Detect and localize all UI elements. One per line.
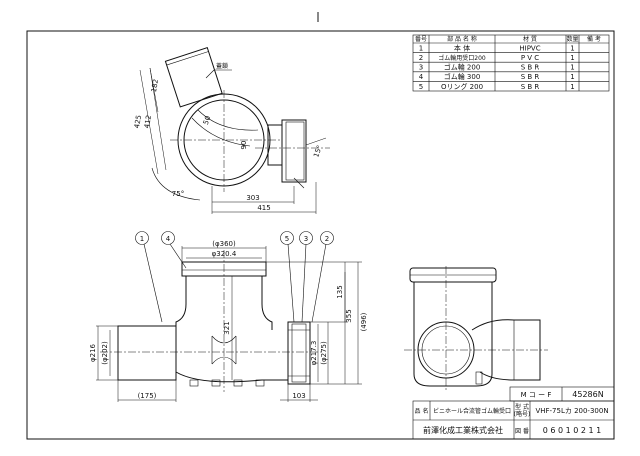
dim-275: (φ275) [320, 341, 328, 365]
dim-303: 303 [246, 194, 259, 202]
title-number: 45286N [572, 390, 603, 399]
table-cell: 3 [419, 64, 423, 72]
dim-103: 103 [292, 392, 305, 400]
balloon-4: 4 [166, 235, 171, 243]
dim-216: φ216 [89, 343, 97, 362]
table-cell: S B R [521, 64, 540, 72]
table-header-no: 番号 [415, 36, 427, 43]
table-cell: P V C [521, 54, 539, 62]
table-cell: 1 [570, 45, 574, 53]
title-name-value: ビニホール合流管ゴム輪受口 [433, 407, 511, 415]
cover-label: 蓋鎖 [216, 62, 228, 70]
dim-415: 415 [257, 204, 270, 212]
table-cell: 1 [570, 83, 574, 91]
balloon-3: 3 [304, 235, 308, 243]
balloon-1: 1 [140, 235, 144, 243]
dim-202: (φ202) [101, 341, 109, 365]
table-cell: 1 [570, 54, 574, 62]
title-model-label: 型 式 [515, 403, 529, 411]
table-cell: HIPVC [519, 45, 540, 53]
table-cell: 4 [419, 73, 424, 81]
dim-75-deg: 75° [172, 190, 184, 198]
table-cell: 5 [419, 83, 423, 91]
dim-355: 355 [345, 309, 353, 322]
title-code: M コ ー F [521, 391, 552, 399]
table-header-qty: 数量 [566, 35, 578, 43]
dim-425: 425 [133, 114, 143, 129]
plan-view: 蓋鎖 425 412 182 50 90 75° 15° 303 415 [133, 47, 330, 214]
balloon-2: 2 [325, 235, 329, 243]
title-model-value: VHF-75Lカ 200-300N [535, 407, 608, 415]
drawing-frame [26, 30, 615, 440]
dim-135: 135 [336, 285, 344, 298]
table-header-material: 材 質 [523, 35, 537, 43]
table-cell: 1 [570, 64, 574, 72]
table-cell: S B R [521, 73, 540, 81]
table-cell: 1 [419, 45, 423, 53]
front-view: 1 4 5 3 2 [89, 231, 368, 402]
balloon-5: 5 [285, 235, 289, 243]
table-cell: 1 [570, 73, 574, 81]
side-view [404, 266, 548, 392]
table-cell: ゴム輪 300 [444, 72, 481, 81]
table-cell: S B R [521, 83, 540, 91]
dim-217-3: φ217.3 [310, 341, 318, 366]
dim-412: 412 [143, 114, 153, 129]
table-cell: ゴム輪 200 [444, 63, 481, 72]
dim-496: (496) [360, 312, 368, 331]
dim-320-4: φ320.4 [212, 250, 237, 258]
dim-90: 90 [240, 141, 248, 150]
table-cell: 本 体 [454, 44, 470, 53]
table-cell: Oリング 200 [441, 82, 483, 91]
parts-table: 番号 部 品 名 称 材 質 数量 備 考 1 本 体 HIPVC 1 2 ゴム… [412, 34, 610, 92]
dim-50: 50 [202, 115, 213, 126]
title-block: M コ ー F 45286N 品 名 ビニホール合流管ゴム輪受口 型 式 (略号… [412, 386, 615, 440]
title-name-label: 品 名 [415, 407, 429, 415]
dim-360: (φ360) [212, 240, 236, 248]
dim-175: (175) [138, 392, 157, 400]
title-docno-label: 図 番 [515, 428, 529, 435]
title-model-label-2: (略号) [514, 410, 531, 418]
dim-182: 182 [150, 78, 160, 93]
table-cell: ゴム輪用受口200 [438, 54, 486, 62]
dim-15-deg: 15° [312, 144, 324, 158]
table-header-remarks: 備 考 [587, 35, 601, 43]
title-company: 前澤化成工業株式会社 [423, 425, 503, 435]
dim-321: 321 [223, 321, 231, 334]
title-docno-value: 0 6 0 1 0 2 1 1 [543, 426, 602, 435]
table-header-name: 部 品 名 称 [447, 35, 477, 43]
table-cell: 2 [419, 54, 423, 62]
